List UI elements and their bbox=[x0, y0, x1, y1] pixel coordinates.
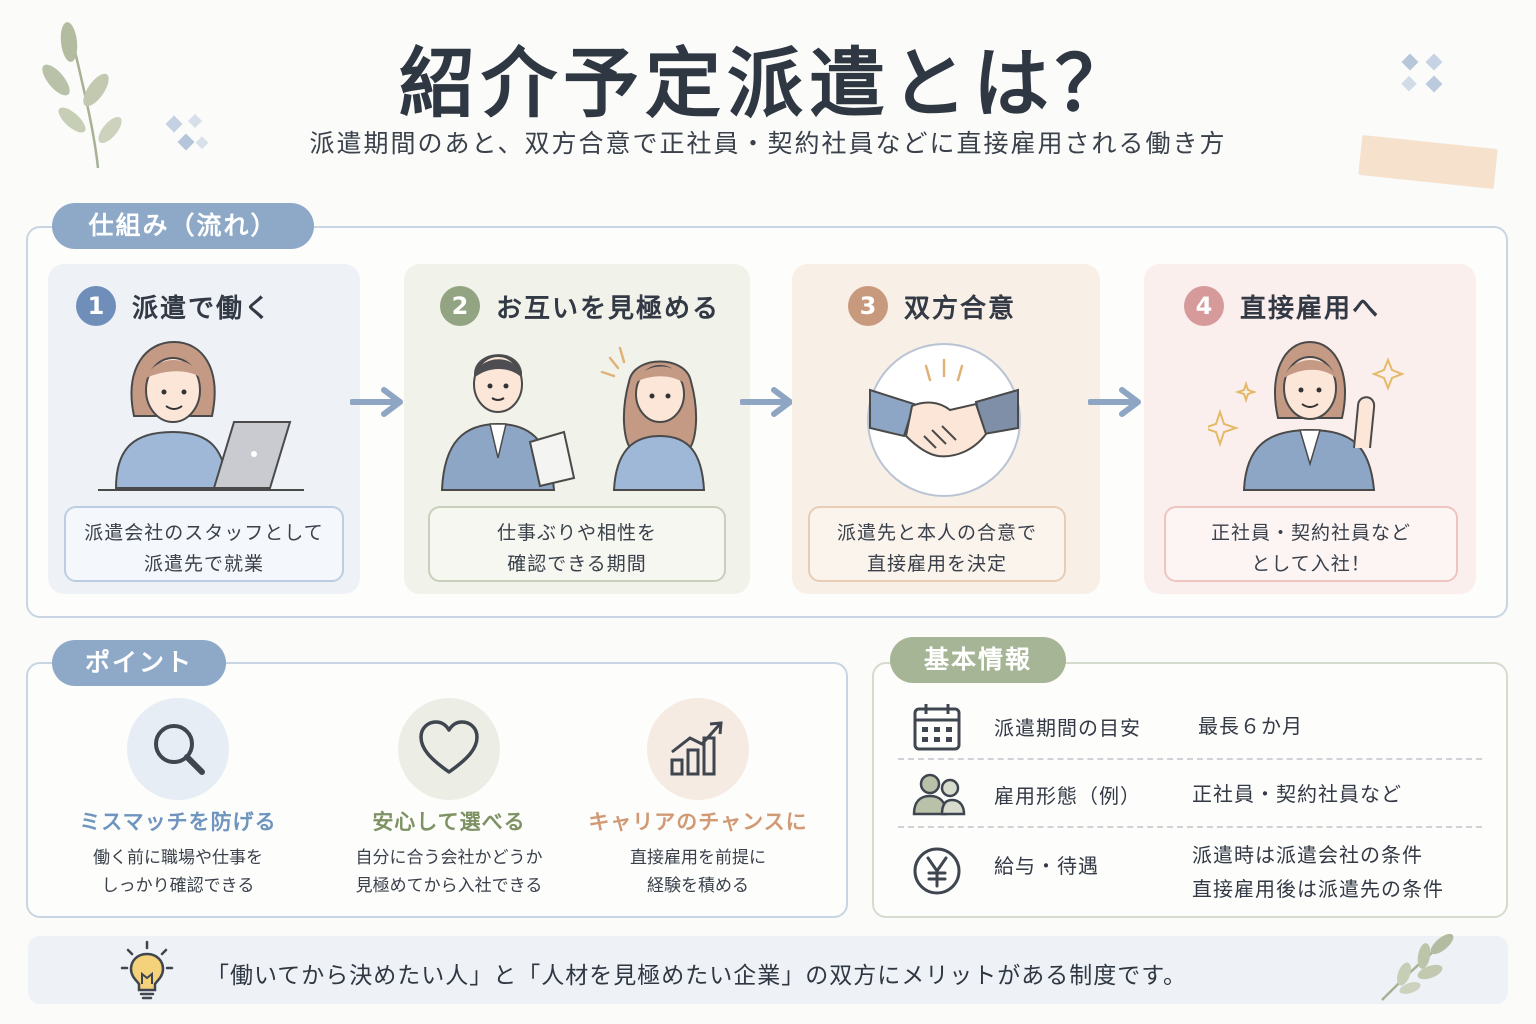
handshake-icon bbox=[867, 343, 1021, 497]
calendar-icon bbox=[913, 704, 961, 751]
flow-section-label: 仕組み（流れ） bbox=[52, 203, 314, 249]
flow-step-4: 4 直接雇用へ 正社員・契約社員など として入社！ bbox=[1144, 264, 1476, 594]
page-title: 紹介予定派遣とは？ bbox=[399, 39, 1137, 128]
step-description: 派遣会社のスタッフとして 派遣先で就業 bbox=[64, 506, 344, 582]
point-icon-circle bbox=[398, 698, 500, 800]
info-divider bbox=[898, 826, 1482, 828]
info-value: 最長６か月 bbox=[1198, 714, 1303, 738]
hired-woman-icon bbox=[1208, 340, 1405, 491]
point-title: 安心して選べる bbox=[372, 810, 526, 834]
step-description: 派遣先と本人の合意で 直接雇用を決定 bbox=[808, 506, 1066, 582]
points-section-label: ポイント bbox=[52, 640, 226, 686]
info-label: 派遣期間の目安 bbox=[994, 716, 1141, 740]
info-divider bbox=[898, 758, 1482, 760]
woman-at-laptop-icon bbox=[98, 340, 304, 491]
step-number: 1 bbox=[76, 286, 116, 326]
point-title: ミスマッチを防げる bbox=[79, 810, 277, 834]
leaf-decoration-icon bbox=[1381, 933, 1454, 1001]
step-description: 仕事ぶりや相性を 確認できる期間 bbox=[428, 506, 726, 582]
info-section bbox=[872, 662, 1508, 918]
footer-banner bbox=[28, 936, 1508, 1004]
point-text: 直接雇用を前提に 経験を積める bbox=[630, 848, 766, 896]
info-section-label: 基本情報 bbox=[890, 637, 1066, 683]
info-value: 正社員・契約社員など bbox=[1192, 782, 1402, 806]
people-icon bbox=[912, 773, 966, 816]
growth-chart-icon bbox=[670, 721, 723, 776]
step-title: 派遣で働く bbox=[132, 293, 273, 324]
step-title: 双方合意 bbox=[904, 293, 1017, 324]
step-number: 4 bbox=[1184, 286, 1224, 326]
arrow-right-icon bbox=[740, 387, 793, 417]
info-label: 雇用形態（例） bbox=[994, 784, 1141, 808]
heart-icon bbox=[419, 720, 479, 774]
step-title: お互いを見極める bbox=[496, 293, 721, 324]
step-number: 3 bbox=[848, 286, 888, 326]
magnifier-icon bbox=[154, 724, 205, 775]
info-value: 派遣時は派遣会社の条件 直接雇用後は派遣先の条件 bbox=[1192, 843, 1444, 901]
point-title: キャリアのチャンスに bbox=[588, 810, 808, 834]
sparkle-decoration-icon bbox=[1401, 53, 1443, 93]
step-description: 正社員・契約社員など として入社！ bbox=[1164, 506, 1458, 582]
sparkle-decoration-icon bbox=[165, 113, 209, 151]
lightbulb-icon bbox=[120, 940, 174, 1000]
interview-people-icon bbox=[440, 346, 706, 491]
arrow-right-icon bbox=[1088, 387, 1141, 417]
step-title: 直接雇用へ bbox=[1240, 293, 1381, 324]
leaf-decoration-icon bbox=[42, 22, 122, 169]
point-icon-circle bbox=[127, 698, 229, 800]
flow-step-1: 1 派遣で働く 派遣会社のスタッフとして 派遣先で就業 bbox=[48, 264, 360, 594]
point-text: 働く前に職場や仕事を しっかり確認できる bbox=[93, 848, 263, 896]
step-number: 2 bbox=[440, 286, 480, 326]
info-label: 給与・待遇 bbox=[994, 854, 1099, 878]
footer-text: 「働いてから決めたい人」と「人材を見極めたい企業」の双方にメリットがある制度です… bbox=[206, 963, 1188, 989]
flow-step-2: 2 お互いを見極める 仕事ぶりや相性を 確認できる期間 bbox=[404, 264, 750, 594]
page-subtitle: 派遣期間のあと、双方合意で正社員・契約社員などに直接雇用される働き方 bbox=[309, 129, 1227, 158]
yen-icon bbox=[913, 847, 961, 895]
flow-step-3: 3 双方合意 派遣先と本人の合意で 直接雇用を決定 bbox=[792, 264, 1100, 594]
arrow-right-icon bbox=[350, 387, 403, 417]
point-text: 自分に合う会社かどうか 見極めてから入社できる bbox=[355, 848, 543, 896]
